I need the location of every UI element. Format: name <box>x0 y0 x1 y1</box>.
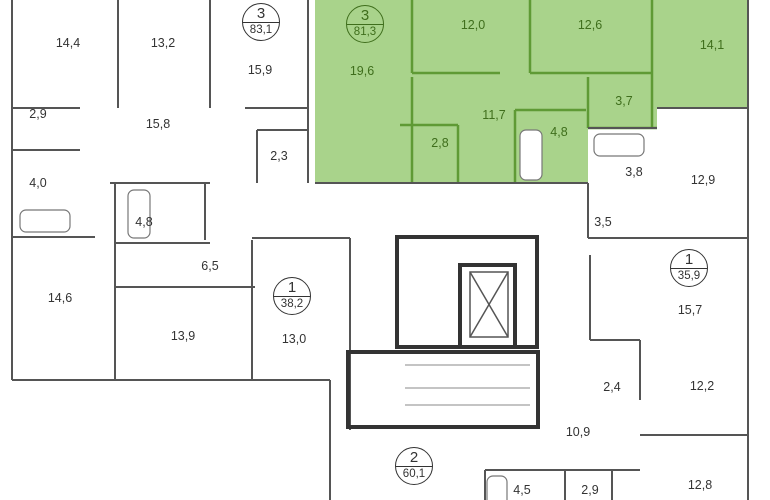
apartment-area: 83,1 <box>243 22 279 38</box>
room-area: 12,8 <box>687 478 713 492</box>
walls <box>11 0 749 500</box>
room-area: 2,4 <box>603 380 621 394</box>
apartment-rooms: 3 <box>360 7 370 24</box>
room-area: 2,8 <box>431 136 449 150</box>
apartment-area: 35,9 <box>671 268 707 284</box>
room-area: 13,0 <box>281 332 307 346</box>
room-area: 3,5 <box>594 215 612 229</box>
room-area: 15,7 <box>677 303 703 317</box>
room-area: 15,8 <box>145 117 171 131</box>
room-area: 11,7 <box>482 108 506 122</box>
room-area: 2,3 <box>270 149 288 163</box>
room-area: 14,6 <box>47 291 73 305</box>
apartment-area: 81,3 <box>347 24 383 40</box>
room-area: 4,0 <box>29 176 47 190</box>
room-area: 12,2 <box>689 379 715 393</box>
highlighted-apartment-area[interactable] <box>315 0 748 183</box>
stairwell-core <box>346 235 540 429</box>
room-area: 14,1 <box>699 38 725 52</box>
apartment-rooms: 2 <box>409 449 419 466</box>
room-area: 6,5 <box>201 259 219 273</box>
apartment-rooms: 1 <box>684 251 694 268</box>
elevator-icon <box>469 271 509 338</box>
apartment-rooms: 3 <box>256 5 266 22</box>
room-area: 14,4 <box>55 36 81 50</box>
room-area: 12,9 <box>690 173 716 187</box>
room-area: 3,8 <box>625 165 643 179</box>
room-area: 2,9 <box>581 483 599 497</box>
room-area: 4,8 <box>550 125 568 139</box>
room-area: 10,9 <box>565 425 591 439</box>
room-area: 15,9 <box>247 63 273 77</box>
room-area: 13,2 <box>150 36 176 50</box>
apartment-area: 38,2 <box>274 296 310 312</box>
room-area: 4,8 <box>135 215 153 229</box>
room-area: 12,0 <box>460 18 486 32</box>
bathtub-icons <box>19 129 645 500</box>
room-area: 19,6 <box>349 64 375 78</box>
room-area: 12,6 <box>577 18 603 32</box>
apartment-rooms: 1 <box>287 279 297 296</box>
room-area: 3,7 <box>615 94 633 108</box>
room-area: 13,9 <box>170 329 196 343</box>
room-area: 2,9 <box>29 107 47 121</box>
stairs-icon <box>405 364 530 406</box>
room-area: 4,5 <box>513 483 531 497</box>
apartment-area: 60,1 <box>396 466 432 482</box>
